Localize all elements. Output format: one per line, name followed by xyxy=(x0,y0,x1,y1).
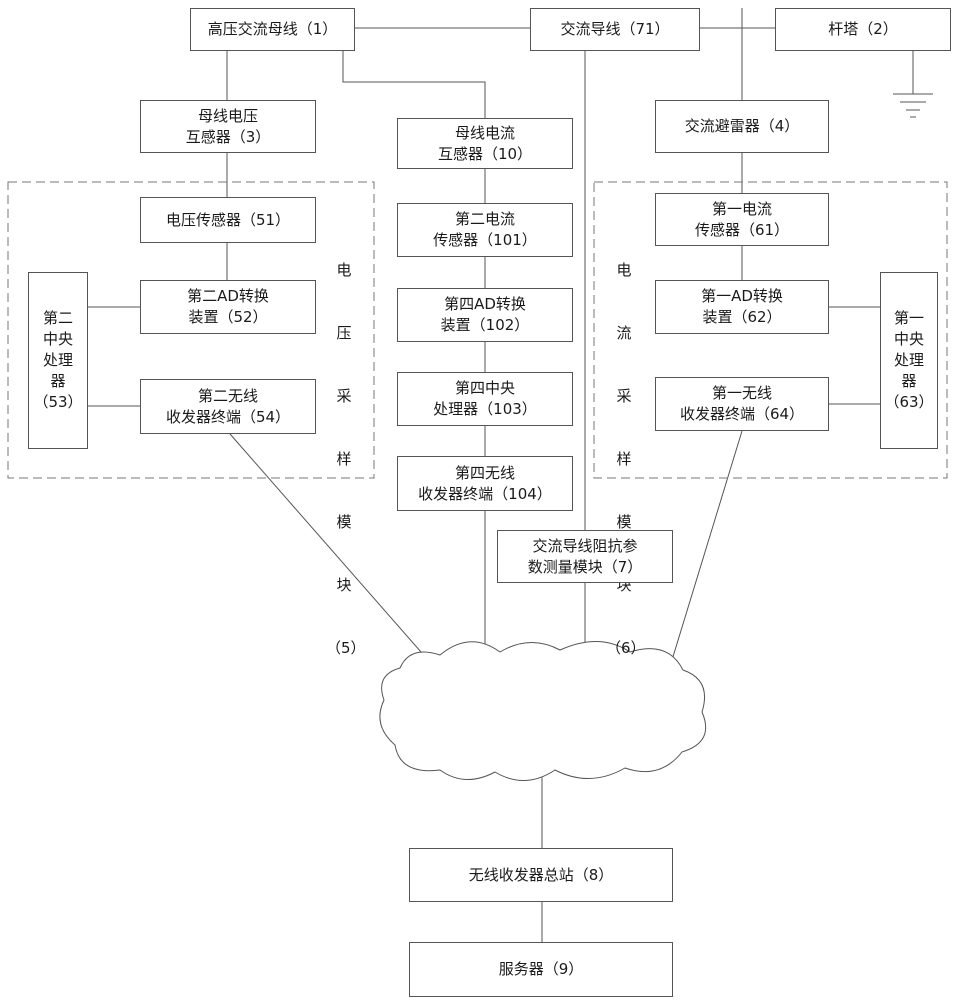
second-cpu-box: 第二 中央 处理 器 （53） xyxy=(28,272,88,449)
tower-label: 杆塔（2） xyxy=(828,20,898,38)
second-cpu-line4: 器 xyxy=(50,372,66,390)
fourth-wireless-terminal-line1: 第四无线 xyxy=(454,463,515,482)
ac-arrester-box: 交流避雷器（4） xyxy=(655,100,829,153)
second-current-sensor-line2: 传感器（101） xyxy=(433,231,537,249)
link-wl1-cloud xyxy=(671,430,743,661)
second-cpu-line2: 中央 xyxy=(42,330,73,348)
server-label: 服务器（9） xyxy=(498,960,584,978)
current-module-number: （6） xyxy=(606,639,646,657)
second-current-sensor-line1: 第二电流 xyxy=(454,210,515,228)
first-cpu-box: 第一 中央 处理 器 （63） xyxy=(880,272,938,449)
tower-box: 杆塔（2） xyxy=(775,8,951,51)
first-ad-converter-box: 第一AD转换 装置（62） xyxy=(655,280,829,334)
first-cpu-line1: 第一 xyxy=(893,309,924,327)
second-wireless-terminal-line2: 收发器终端（54） xyxy=(165,407,291,426)
link-wl2-cloud xyxy=(229,433,429,661)
voltage-module-label: 电 压 采 样 模 块 （5） xyxy=(326,218,366,701)
first-ad-converter-line1: 第一AD转换 xyxy=(701,287,783,305)
current-module-char-3: 采 xyxy=(616,387,632,405)
fourth-ad-converter-line2: 装置（102） xyxy=(440,316,530,334)
ac-arrester-label: 交流避雷器（4） xyxy=(684,117,800,135)
voltage-module-char-6: 块 xyxy=(336,576,352,594)
ac-wire-label: 交流导线（71） xyxy=(560,20,670,38)
second-ad-converter-line2: 装置（52） xyxy=(188,308,268,326)
current-module-char-4: 样 xyxy=(616,450,632,468)
current-module-group xyxy=(593,181,948,479)
fourth-ad-converter-box: 第四AD转换 装置（102） xyxy=(397,288,573,342)
fourth-cpu-line1: 第四中央 xyxy=(454,379,515,397)
second-cpu-line5: （53） xyxy=(33,393,83,411)
hv-ac-bus-label: 高压交流母线（1） xyxy=(207,20,338,38)
first-current-sensor-line2: 传感器（61） xyxy=(694,220,790,239)
bus-voltage-transformer-line1: 母线电压 xyxy=(197,106,258,125)
fourth-cpu-line2: 处理器（103） xyxy=(433,400,537,418)
hv-ac-bus-box: 高压交流母线（1） xyxy=(190,8,355,51)
network-cloud xyxy=(379,641,707,781)
voltage-module-char-2: 压 xyxy=(336,324,352,342)
second-current-sensor-box: 第二电流 传感器（101） xyxy=(397,203,573,257)
voltage-sensor-label: 电压传感器（51） xyxy=(165,210,291,229)
first-cpu-line2: 中央 xyxy=(893,330,924,348)
voltage-module-char-5: 模 xyxy=(336,513,352,531)
first-cpu-line3: 处理 xyxy=(893,351,924,369)
first-current-sensor-line1: 第一电流 xyxy=(711,199,772,218)
current-module-char-5: 模 xyxy=(616,513,632,531)
second-wireless-terminal-box: 第二无线 收发器终端（54） xyxy=(140,379,316,434)
wireless-base-station-label: 无线收发器总站（8） xyxy=(468,865,614,884)
bus-voltage-transformer-line2: 互感器（3） xyxy=(185,127,271,146)
second-cpu-line3: 处理 xyxy=(42,351,73,369)
first-cpu-line4: 器 xyxy=(901,372,917,390)
voltage-module-char-3: 采 xyxy=(336,387,352,405)
current-module-char-1: 电 xyxy=(616,261,632,279)
fourth-ad-converter-line1: 第四AD转换 xyxy=(444,295,526,313)
first-wireless-terminal-box: 第一无线 收发器终端（64） xyxy=(655,377,829,431)
bus-current-transformer-line2: 互感器（10） xyxy=(437,144,533,163)
current-module-label: 电 流 采 样 模 块 （6） xyxy=(606,218,646,701)
voltage-module-number: （5） xyxy=(326,639,366,657)
bus-voltage-transformer-box: 母线电压 互感器（3） xyxy=(140,100,316,153)
second-ad-converter-line1: 第二AD转换 xyxy=(187,287,269,305)
impedance-measurement-line1: 交流导线阻抗参 xyxy=(532,536,638,555)
first-ad-converter-line2: 装置（62） xyxy=(702,308,782,326)
fourth-wireless-terminal-line2: 收发器终端（104） xyxy=(418,484,552,503)
server-box: 服务器（9） xyxy=(409,942,673,997)
first-current-sensor-box: 第一电流 传感器（61） xyxy=(655,193,829,246)
impedance-measurement-line2: 数测量模块（7） xyxy=(527,557,643,576)
voltage-module-group xyxy=(7,181,375,479)
fourth-wireless-terminal-box: 第四无线 收发器终端（104） xyxy=(397,456,573,511)
bus-current-transformer-line1: 母线电流 xyxy=(454,123,515,142)
second-cpu-line1: 第二 xyxy=(42,309,73,327)
second-wireless-terminal-line1: 第二无线 xyxy=(197,386,258,405)
fourth-cpu-box: 第四中央 处理器（103） xyxy=(397,372,573,426)
ac-wire-box: 交流导线（71） xyxy=(530,8,700,51)
voltage-module-char-4: 样 xyxy=(336,450,352,468)
voltage-sensor-box: 电压传感器（51） xyxy=(140,197,316,243)
impedance-measurement-module-box: 交流导线阻抗参 数测量模块（7） xyxy=(497,530,673,583)
first-wireless-terminal-line2: 收发器终端（64） xyxy=(679,405,805,423)
current-module-char-2: 流 xyxy=(616,324,632,342)
voltage-module-char-1: 电 xyxy=(336,261,352,279)
wireless-base-station-box: 无线收发器总站（8） xyxy=(409,848,673,902)
bus-current-transformer-box: 母线电流 互感器（10） xyxy=(397,118,573,169)
first-wireless-terminal-line1: 第一无线 xyxy=(711,384,772,402)
second-ad-converter-box: 第二AD转换 装置（52） xyxy=(140,280,316,334)
first-cpu-line5: （63） xyxy=(884,393,934,411)
link-bus-ct xyxy=(342,50,486,118)
